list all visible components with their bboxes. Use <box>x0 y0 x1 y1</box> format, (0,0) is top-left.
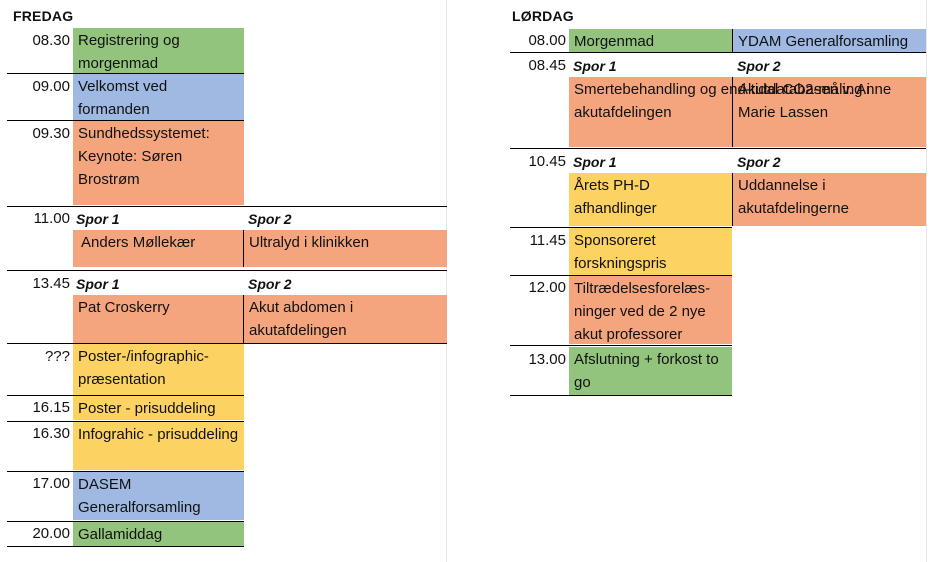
schedule-item-infographic-award: Infograhic - prisuddeling <box>73 422 244 470</box>
track-2-label: Spor 2 <box>737 154 781 170</box>
schedule-item-inaugural-lectures: Tiltrædelsesforelæs-ninger ved de 2 nye … <box>569 276 732 344</box>
schedule-item-breakfast: Morgenmad <box>569 29 732 52</box>
row-divider <box>7 521 244 522</box>
time-label: 13.45 <box>32 275 70 292</box>
page-guide <box>926 0 927 562</box>
row-divider <box>7 120 244 121</box>
time-label: 09.00 <box>32 78 70 95</box>
track-1-label: Spor 1 <box>573 58 617 74</box>
row-divider <box>510 227 732 228</box>
time-label: ??? <box>44 348 70 365</box>
time-label: 20.00 <box>32 525 70 542</box>
row-divider <box>510 52 926 53</box>
schedule-item-dasem: DASEM Generalforsamling <box>73 472 244 520</box>
schedule-item-registration: Registrering og morgenmad <box>73 28 244 73</box>
schedule-item-closing: Afslutning + forkost to go <box>569 347 732 395</box>
row-divider <box>510 148 926 149</box>
schedule-item-anders: Anders Møllekær <box>73 230 447 267</box>
track-1-label: Spor 1 <box>76 276 120 292</box>
track-2-label: Spor 2 <box>248 276 292 292</box>
time-label: 08.45 <box>528 57 566 74</box>
schedule-item-database: Akutdatabasen v. Anne Marie Lassen <box>738 81 892 121</box>
track-divider <box>732 77 733 147</box>
row-divider <box>7 73 244 74</box>
row-divider <box>7 395 244 396</box>
track-divider <box>732 173 733 226</box>
saturday-title: LØRDAG <box>512 8 574 24</box>
time-label: 10.45 <box>528 153 566 170</box>
track-1-label: Spor 1 <box>76 211 120 227</box>
time-label: 08.00 <box>528 32 566 49</box>
track-2-label: Spor 2 <box>248 211 292 227</box>
row-divider <box>510 345 732 346</box>
schedule-item-poster-award: Poster - prisuddeling <box>73 396 244 420</box>
track-divider <box>732 29 733 52</box>
time-label: 16.30 <box>32 425 70 442</box>
time-label: 17.00 <box>32 475 70 492</box>
row-divider <box>7 270 447 271</box>
schedule-item-pat: Pat Croskerry <box>73 295 447 343</box>
row-divider <box>510 275 732 276</box>
schedule-item-ydam: YDAM Generalforsamling <box>733 29 926 52</box>
schedule-item-welcome: Velkomst ved formanden <box>73 74 244 120</box>
schedule-item-pain-treatment: Smertebehandling og end-tidal CO2-måling… <box>569 77 926 147</box>
page-guide <box>446 0 447 562</box>
schedule-item-education: Uddannelse i akutafdelingerne <box>733 173 926 226</box>
row-divider <box>7 343 447 344</box>
row-divider <box>7 206 447 207</box>
row-divider <box>7 471 244 472</box>
track-1-label: Spor 1 <box>573 154 617 170</box>
time-label: 16.15 <box>32 399 70 416</box>
schedule-item-keynote: Sundhedssystemet: Keynote: Søren Brostrø… <box>73 121 244 205</box>
time-label: 08.30 <box>32 32 70 49</box>
schedule-item-phd: Årets PH-D afhandlinger <box>569 173 732 226</box>
schedule-item-abdomen: Akut abdomen i akutafdelingen <box>249 299 354 339</box>
track-divider <box>243 295 244 343</box>
time-label: 13.00 <box>528 351 566 368</box>
time-label: 12.00 <box>528 279 566 296</box>
track-divider <box>243 230 244 267</box>
time-label: 11.45 <box>529 232 566 249</box>
schedule-item-ultrasound: Ultralyd i klinikken <box>249 234 370 251</box>
schedule-item-gala-dinner: Gallamiddag <box>73 522 244 546</box>
row-divider <box>7 421 244 422</box>
friday-title: FREDAG <box>13 8 74 24</box>
time-label: 09.30 <box>32 125 70 142</box>
row-divider <box>7 546 244 547</box>
row-divider <box>510 395 732 396</box>
time-label: 11.00 <box>33 210 70 227</box>
track-2-label: Spor 2 <box>737 58 781 74</box>
schedule-item-poster-presentation: Poster-/infographic-præsentation <box>73 344 244 395</box>
schedule-item-sponsored-prize: Sponsoreret forskningspris <box>569 228 732 275</box>
